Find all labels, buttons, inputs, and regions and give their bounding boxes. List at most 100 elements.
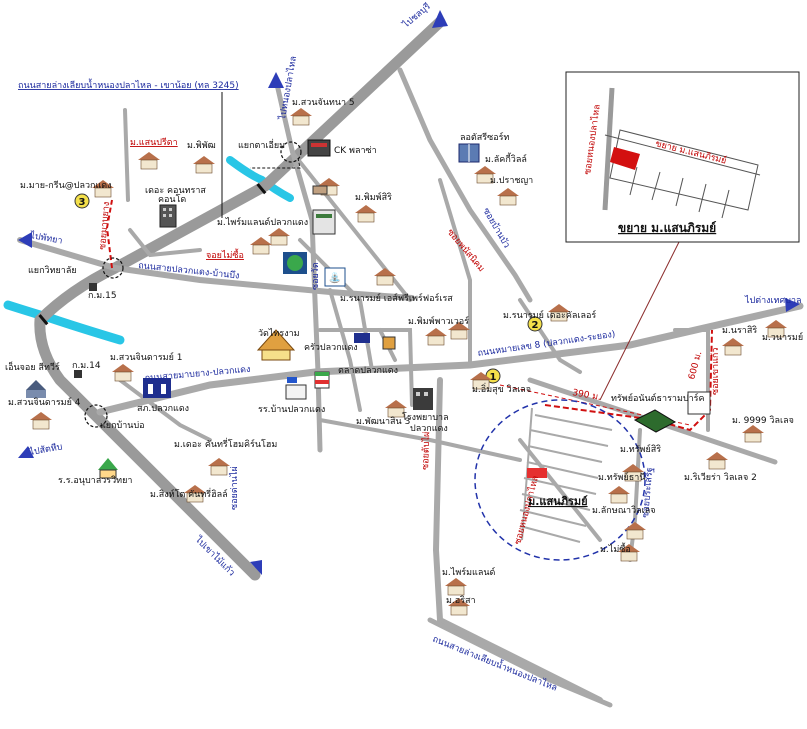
saen-phirom-streets: [519, 407, 613, 543]
railway-sign: [687, 391, 711, 415]
house-icon: [474, 166, 496, 184]
label-soi-2: ซอยวัด: [311, 262, 321, 290]
road-south: [432, 377, 603, 703]
market-icon: [382, 336, 396, 350]
place-ban-pluak: รร.บ้านปลวกแดง: [258, 404, 325, 415]
saen-phirom-highlight: [527, 468, 547, 478]
place-ynak-bua: แยกบ้านบ่อ: [100, 420, 145, 431]
place-nattha: ม.รนารมย์ เอส์ฟรีเพร์ฟอร์เรส: [340, 292, 453, 304]
road-local-10: [318, 418, 522, 462]
park-icon: ⛲: [324, 267, 346, 287]
place-suan-4: ม.สวนจินดารมย์ 4: [8, 396, 81, 408]
inset-title: ขยาย ม.แสนภิรมย์: [618, 221, 716, 235]
place-ranaratmai: ม.อิ่มสุข วิลเลจ: [472, 382, 531, 395]
road-flag-icon: [354, 333, 370, 343]
house-icon: [355, 205, 377, 223]
label-to-sattahip: ไปสัตหีบ: [28, 441, 64, 458]
lotus-icon: [458, 143, 480, 163]
place-lucky-ville: ม.ลัคกี้วิลล์: [485, 152, 527, 165]
highway-sw: [34, 314, 261, 581]
marker-3[interactable]: 3: [74, 193, 90, 209]
road-lower: [427, 617, 613, 708]
house-icon: [765, 320, 787, 338]
road-local-2: [438, 178, 472, 367]
seven-eleven-icon: [314, 371, 330, 389]
label-soi-9: ซอยเขาแก้ว: [710, 348, 721, 395]
svg-text:⛲: ⛲: [329, 271, 341, 284]
house-icon: [268, 228, 290, 246]
house-icon: [706, 452, 728, 470]
label-road-lower: ถนนสายล่างเลียบน้ำหนองปลาไหล: [431, 632, 560, 694]
place-mai-seu: ม.ไม่ซื้อ: [600, 542, 631, 555]
car-icon: [312, 185, 328, 195]
condo-icon: [159, 204, 177, 228]
place-the-condo: เดอะ คอนทราส: [145, 186, 206, 196]
place-hospital: โรงพยาบาล: [402, 412, 449, 423]
place-prasanna: ม.ปราชญา: [490, 176, 533, 186]
place-bluesky: ม.นราสิริ: [722, 325, 757, 336]
house-icon: [618, 544, 640, 562]
road-east-5: [518, 438, 602, 542]
house-icon: [385, 400, 407, 418]
place-9999: ม. 9999 วิลเลจ: [732, 415, 794, 426]
place-saen-phirom: ม.แสนภิรมย์: [528, 495, 588, 508]
house-icon: [470, 372, 492, 390]
marker-2-label: 2: [532, 320, 539, 331]
place-ynak-witthaya: แยกวิทยาลัย: [28, 265, 77, 276]
house-icon: [290, 108, 312, 126]
label-distance-600: 600 ม.: [687, 350, 704, 380]
label-to-east: ไปต่างเทศบาล: [744, 295, 802, 306]
school-flag-icon: [285, 377, 307, 400]
place-phiphat: ม.พิพัฒ: [187, 140, 216, 151]
bank-icon: [312, 209, 336, 235]
place-trakul: ม.ทรัพย์สิริ: [620, 443, 661, 455]
road-west: [17, 237, 118, 271]
place-hin-bo: เอ็นจอย สีทวีร์: [5, 360, 60, 373]
place-hospital-2: ปลวกแดง: [410, 424, 448, 434]
place-khao: ม.ลักษณาวิลเลจ: [592, 505, 656, 516]
route-red-2: [105, 199, 113, 269]
label-soi-6: ซอยประเสริฐ: [640, 467, 655, 518]
house-icon: [425, 328, 447, 346]
marker-3-label: 3: [79, 197, 86, 208]
place-vanaram: ม.วนารมย์: [762, 331, 803, 343]
road-8: [96, 302, 804, 416]
road-local-9: [118, 378, 212, 442]
place-talat-pluak: ตลาดปลวกแดง: [338, 366, 398, 376]
house-icon: [548, 304, 570, 322]
house-icon: [722, 338, 744, 356]
place-phim-siri: ม.พิมพ์สิริ: [355, 191, 392, 203]
road-local-5: [328, 288, 362, 412]
range-circle: [474, 399, 646, 561]
junction-bars: [38, 183, 267, 326]
junctions: [84, 141, 302, 428]
house-icon: [742, 425, 764, 443]
place-mai-green: ม.มาย-กรีน@ปลวกแดง: [20, 180, 112, 191]
place-lotus: ลอตัสรีซอร์ท: [460, 131, 509, 143]
place-ck-plaza: CK พลาซ่า: [334, 146, 377, 156]
house-icon: [208, 458, 230, 476]
place-km-14: ก.ม.14: [72, 361, 101, 371]
inset-pointer: [599, 219, 691, 401]
km-icon-14: [74, 370, 82, 378]
road-local-7: [123, 108, 130, 202]
ck-plaza-icon: [307, 139, 331, 157]
top-annotation: ถนนสายล่างเลียบน้ำหนองปลาไหล - เขาน้อย (…: [18, 78, 239, 91]
police-icon: [143, 378, 171, 398]
road-pluak-bowin: [112, 265, 415, 301]
place-school: ร.ร.อนุบาลวรวิทยา: [58, 475, 132, 486]
route-red-1: [544, 329, 713, 432]
house-icon: [250, 237, 272, 255]
place-police: สภ.ปลวกแดง: [137, 404, 189, 414]
house-icons: [30, 108, 787, 616]
house-icon: [374, 268, 396, 286]
road-local-8: [128, 228, 202, 258]
temple-icon: [256, 329, 296, 361]
marker-2[interactable]: 2: [527, 316, 543, 332]
canal-west: [3, 300, 125, 345]
house-icon: [193, 156, 215, 174]
place-suan-pluak: ครัวปลวกแดง: [304, 343, 358, 353]
label-distance-390: 390 ม.: [571, 388, 601, 403]
place-saen-prida: ม.แสนปรีดา: [130, 137, 178, 148]
